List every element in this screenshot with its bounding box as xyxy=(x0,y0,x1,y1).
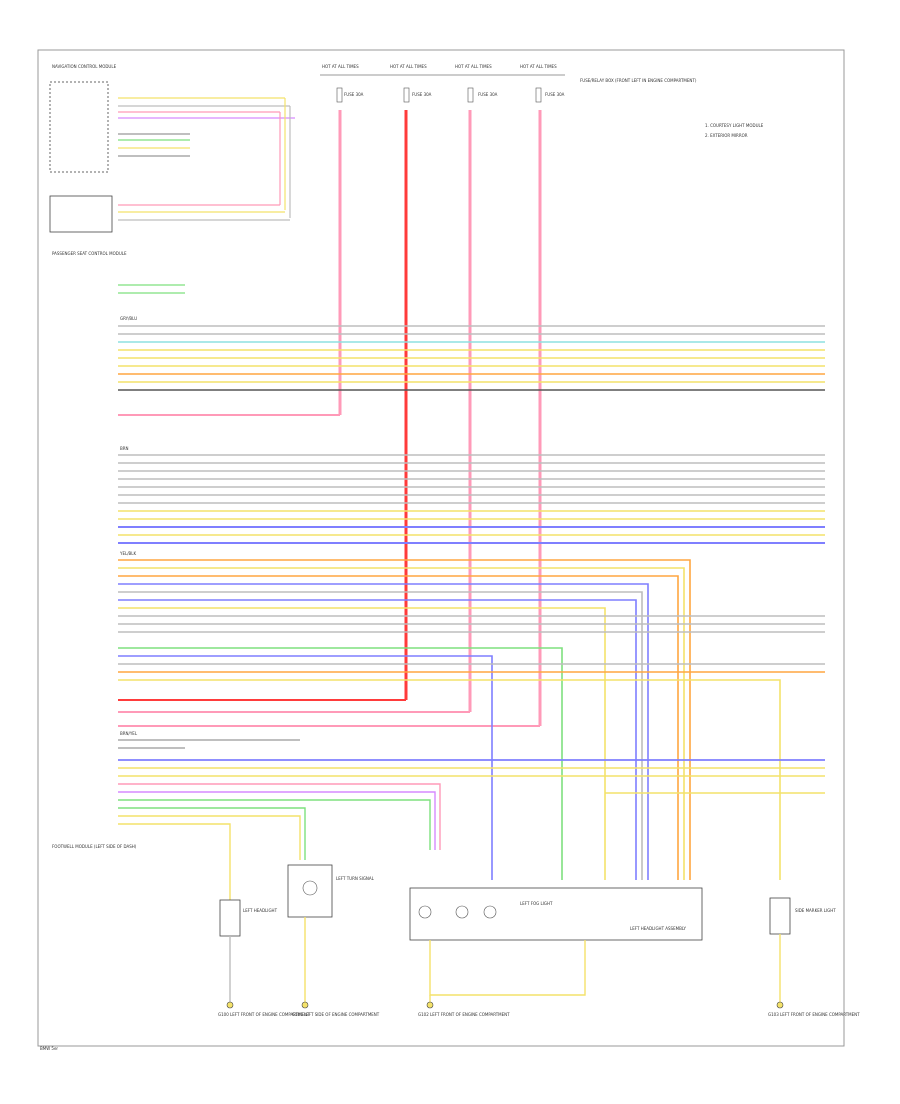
wire-label-2: BRN xyxy=(120,446,129,451)
side-marker: SIDE MARKER LIGHT xyxy=(769,897,836,935)
fuse-3: HOT AT ALL TIMES FUSE 30A xyxy=(455,64,498,103)
harness-bundle-3 xyxy=(118,559,825,880)
wire-label-4: BRN/YEL xyxy=(120,731,138,736)
module-bottom-title: FOOTWELL MODULE (LEFT SIDE OF DASH) xyxy=(52,844,137,849)
diagram-border xyxy=(37,49,845,1047)
fuse-4: HOT AT ALL TIMES FUSE 30A xyxy=(520,64,565,103)
fuse-1-rating: FUSE 30A xyxy=(344,92,364,97)
harness-bundle-2 xyxy=(118,454,825,544)
fuse-panel-label: FUSE/RELAY BOX (FRONT LEFT IN ENGINE COM… xyxy=(580,78,697,83)
top-module-wires xyxy=(118,97,295,294)
fuse-1-label: HOT AT ALL TIMES xyxy=(322,64,359,69)
ground-symbols: G100 LEFT FRONT OF ENGINE COMPARTMENT G1… xyxy=(218,1001,860,1017)
left-headlight-label: LEFT HEADLIGHT xyxy=(243,908,278,913)
left-turn-signal: LEFT TURN SIGNAL xyxy=(287,864,375,918)
seat-module-box xyxy=(49,195,113,233)
wire-label-3: YEL/BLK xyxy=(119,551,137,556)
fuse-2-label: HOT AT ALL TIMES xyxy=(390,64,427,69)
harness-bundle-1 xyxy=(118,325,825,391)
left-fog-label: LEFT FOG LIGHT xyxy=(520,901,553,906)
left-cluster-label: LEFT HEADLIGHT ASSEMBLY xyxy=(630,926,687,931)
navigation-module-box xyxy=(49,81,109,173)
page-footer: BMW 5er xyxy=(40,1046,58,1051)
side-marker-label: SIDE MARKER LIGHT xyxy=(795,908,836,913)
headlight-assembly: LEFT FOG LIGHT LEFT HEADLIGHT ASSEMBLY xyxy=(409,887,703,941)
harness-bundle-4 xyxy=(118,739,825,905)
left-turn-label: LEFT TURN SIGNAL xyxy=(336,876,375,881)
wire-label-1: GRY/BLU xyxy=(120,316,137,321)
legend-line-1: 1. COURTESY LIGHT MODULE xyxy=(705,123,764,128)
fuse-2-rating: FUSE 30A xyxy=(412,92,432,97)
fuse-1: HOT AT ALL TIMES FUSE 30A xyxy=(322,64,364,103)
fuse-3-label: HOT AT ALL TIMES xyxy=(455,64,492,69)
fuse-4-rating: FUSE 30A xyxy=(545,92,565,97)
fuse-3-rating: FUSE 30A xyxy=(478,92,498,97)
ground-3-label: G102 LEFT FRONT OF ENGINE COMPARTMENT xyxy=(418,1012,510,1017)
ground-1-label: G100 LEFT FRONT OF ENGINE COMPARTMENT xyxy=(218,1012,310,1017)
fuse-4-label: HOT AT ALL TIMES xyxy=(520,64,557,69)
ground-2-label: G101 LEFT SIDE OF ENGINE COMPARTMENT xyxy=(292,1012,380,1017)
module-mid-title: PASSENGER SEAT CONTROL MODULE xyxy=(52,251,127,256)
module-top-title: NAVIGATION CONTROL MODULE xyxy=(52,64,117,69)
left-headlight: LEFT HEADLIGHT xyxy=(219,899,278,937)
ground-wires xyxy=(229,917,781,1002)
power-feeds xyxy=(118,110,542,727)
ground-4-label: G103 LEFT FRONT OF ENGINE COMPARTMENT xyxy=(768,1012,860,1017)
legend-line-2: 2. EXTERIOR MIRROR xyxy=(705,133,748,138)
fuse-2: HOT AT ALL TIMES FUSE 30A xyxy=(390,64,432,103)
fuse-area: HOT AT ALL TIMES FUSE 30A HOT AT ALL TIM… xyxy=(320,64,697,103)
